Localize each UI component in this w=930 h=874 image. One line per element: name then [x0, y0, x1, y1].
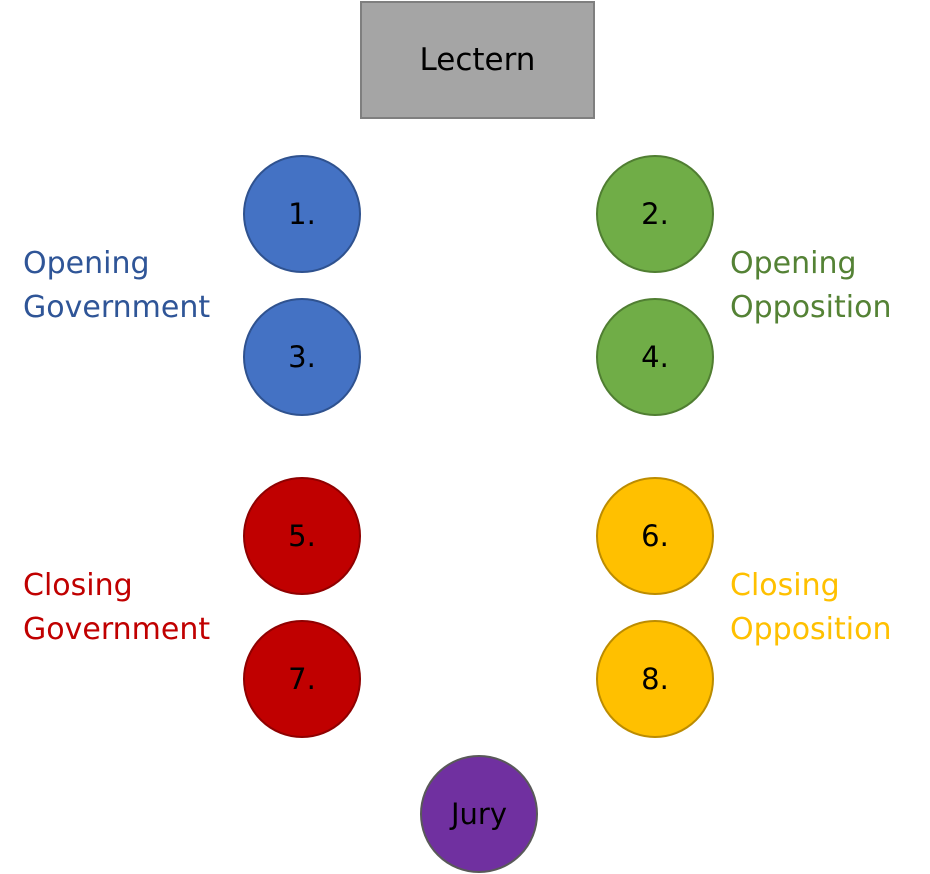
jury-label: Jury — [450, 797, 508, 831]
seat-number: 6. — [641, 519, 669, 553]
seat-number: 8. — [641, 662, 669, 696]
team-label-line1: Closing — [730, 568, 840, 603]
seat-number: 3. — [288, 340, 316, 374]
team-label-line2: Government — [23, 612, 211, 647]
seat-number: 2. — [641, 197, 669, 231]
seat-6-closing-opposition: 6. — [596, 477, 714, 595]
team-label-closing-opposition: Closing Opposition — [730, 564, 891, 652]
seat-7-closing-government: 7. — [243, 620, 361, 738]
team-label-opening-government: Opening Government — [23, 242, 210, 330]
team-label-line1: Opening — [730, 246, 857, 281]
team-label-line1: Closing — [23, 568, 133, 603]
team-label-line2: Government — [23, 290, 211, 325]
seat-number: 7. — [288, 662, 316, 696]
lectern-label: Lectern — [419, 42, 536, 78]
lectern-box: Lectern — [360, 1, 595, 119]
seat-4-opening-opposition: 4. — [596, 298, 714, 416]
seat-5-closing-government: 5. — [243, 477, 361, 595]
seat-3-opening-government: 3. — [243, 298, 361, 416]
team-label-line2: Opposition — [730, 612, 892, 647]
seat-number: 1. — [288, 197, 316, 231]
seat-number: 5. — [288, 519, 316, 553]
seat-number: 4. — [641, 340, 669, 374]
team-label-line1: Opening — [23, 246, 150, 281]
seat-8-closing-opposition: 8. — [596, 620, 714, 738]
team-label-line2: Opposition — [730, 290, 892, 325]
team-label-closing-government: Closing Government — [23, 564, 210, 652]
team-label-opening-opposition: Opening Opposition — [730, 242, 891, 330]
seat-2-opening-opposition: 2. — [596, 155, 714, 273]
jury-seat: Jury — [420, 755, 538, 873]
seat-1-opening-government: 1. — [243, 155, 361, 273]
